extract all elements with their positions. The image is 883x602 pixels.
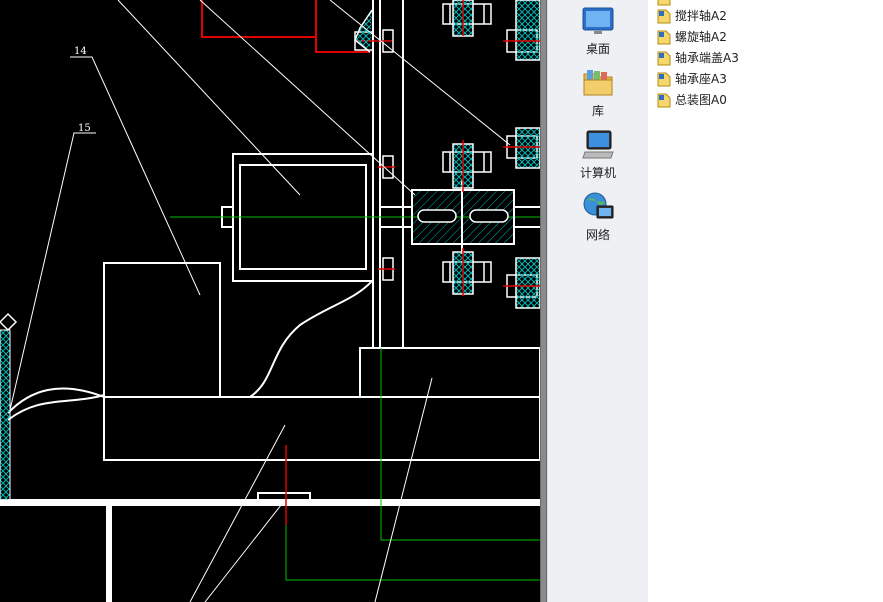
bolt <box>442 0 492 37</box>
scrollbar-thumb[interactable] <box>541 0 546 602</box>
red-outline <box>201 0 370 53</box>
desktop-icon <box>582 7 614 34</box>
explorer-nav-pane: 桌面 库 计算机 网络 <box>547 0 648 602</box>
nav-item-label: 库 <box>591 104 604 118</box>
file-item-partial[interactable] <box>656 0 675 8</box>
callout-15: 15 <box>78 123 91 134</box>
drawing-file-icon <box>657 51 671 66</box>
bolt <box>442 140 492 192</box>
nav-item-label: 桌面 <box>585 42 610 56</box>
bolt <box>378 257 395 281</box>
base-frame <box>7 262 540 502</box>
file-item[interactable]: 轴承座A3 <box>656 69 727 89</box>
drawing-file-icon <box>657 0 671 6</box>
callout-14: 14 <box>74 46 87 57</box>
floor-support <box>106 506 112 602</box>
assembly-drawing: 14 15 <box>0 0 540 602</box>
file-name: 轴承端盖A3 <box>675 51 739 65</box>
bolt <box>503 127 540 169</box>
bolt <box>378 155 395 179</box>
floor-plate <box>0 499 540 506</box>
centerlines <box>285 348 540 581</box>
leader-lines <box>9 0 511 602</box>
bolts <box>354 0 540 309</box>
library-icon <box>583 70 613 96</box>
nav-item-desktop[interactable]: 桌面 <box>548 4 648 64</box>
nav-item-label: 网络 <box>585 228 610 242</box>
nav-item-network[interactable]: 网络 <box>548 190 648 250</box>
coupling <box>380 180 540 254</box>
file-name: 总装图A0 <box>675 93 727 107</box>
drawing-file-icon <box>657 72 671 87</box>
drawing-file-icon <box>657 9 671 24</box>
drawing-file-icon <box>657 30 671 45</box>
file-list: 搅拌轴A2 螺旋轴A2 轴承端盖A3 轴承座A3 总装图A0 <box>648 0 883 602</box>
bolt <box>503 257 540 309</box>
file-item[interactable]: 搅拌轴A2 <box>656 6 727 26</box>
file-item[interactable]: 螺旋轴A2 <box>656 27 727 47</box>
drawing-scrollbar[interactable] <box>540 0 547 602</box>
file-name: 轴承座A3 <box>675 72 727 86</box>
file-item[interactable]: 总装图A0 <box>656 90 727 110</box>
computer-icon <box>582 130 614 159</box>
bolt <box>503 0 540 61</box>
file-name: 螺旋轴A2 <box>675 30 727 44</box>
drawing-file-icon <box>657 93 671 108</box>
nav-item-computer[interactable]: 计算机 <box>548 128 648 188</box>
bolt <box>442 248 492 296</box>
cad-drawing-canvas[interactable]: 14 15 <box>0 0 540 602</box>
file-item[interactable]: 轴承端盖A3 <box>656 48 739 68</box>
nav-item-label: 计算机 <box>579 166 616 180</box>
file-name: 搅拌轴A2 <box>675 9 727 23</box>
left-column <box>0 312 18 501</box>
network-icon <box>583 192 614 219</box>
nav-item-library[interactable]: 库 <box>548 66 648 126</box>
